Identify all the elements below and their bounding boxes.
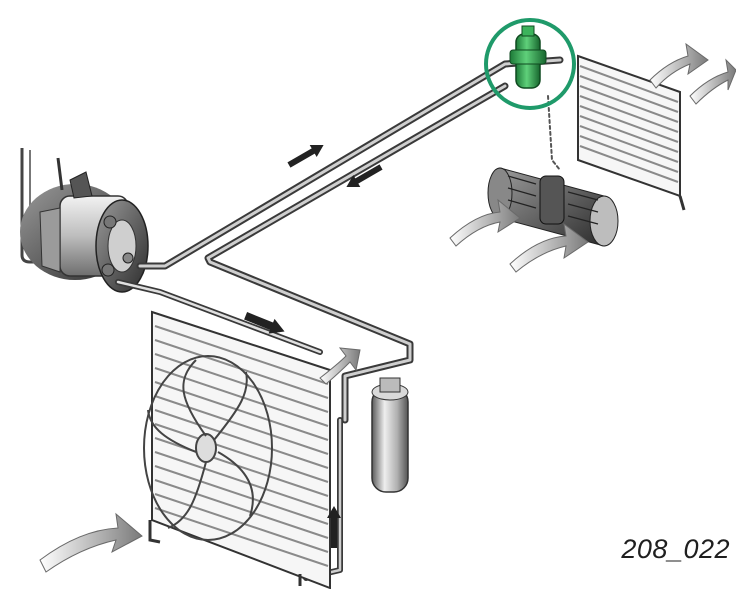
highlight-circle bbox=[484, 18, 576, 110]
evaporator bbox=[577, 54, 686, 211]
airflow-arrow-blower-1 bbox=[449, 198, 521, 247]
airflow-arrow-condenser-out bbox=[319, 347, 361, 385]
condenser-fan bbox=[143, 355, 273, 541]
flow-arrow-up bbox=[327, 506, 341, 548]
flow-arrow-discharge bbox=[244, 312, 285, 334]
flow-arrow-liquid bbox=[346, 164, 383, 188]
expansion-valve bbox=[509, 25, 547, 89]
airflow-arrow-blower-2 bbox=[509, 222, 589, 273]
airflow-arrow-evap-1 bbox=[649, 42, 709, 89]
blower-fan bbox=[487, 167, 619, 247]
airflow-arrow-evap-2 bbox=[689, 58, 736, 105]
flow-arrows bbox=[244, 144, 383, 548]
receiver-drier bbox=[371, 377, 409, 493]
airflow-arrow-condenser bbox=[39, 512, 143, 573]
figure-caption: 208_022 bbox=[621, 534, 730, 564]
condenser bbox=[143, 310, 331, 589]
flow-arrow-suction bbox=[287, 144, 324, 168]
airflow-arrows bbox=[39, 42, 736, 573]
compressor bbox=[20, 148, 149, 293]
